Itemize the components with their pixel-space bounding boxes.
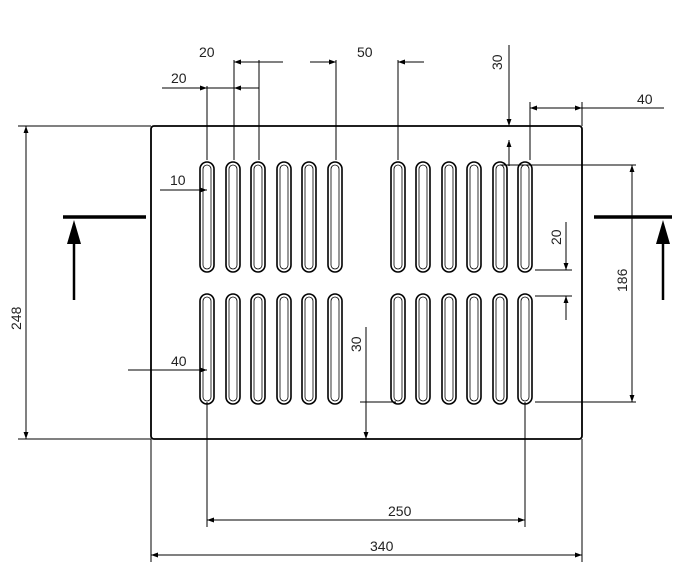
- slot-inner: [520, 164, 530, 270]
- slot: [390, 161, 406, 273]
- slot-inner: [330, 296, 340, 402]
- dim-slot-length: 186: [614, 268, 630, 292]
- slot: [327, 293, 343, 405]
- slot-group: [199, 161, 533, 405]
- dim-bottom-margin: 30: [348, 336, 364, 352]
- slot-inner: [330, 164, 340, 270]
- slot: [415, 293, 431, 405]
- slot: [276, 293, 292, 405]
- slot: [276, 161, 292, 273]
- dim-row-gap: 20: [548, 229, 564, 245]
- slot-inner: [418, 296, 428, 402]
- section-mark-left: [63, 215, 146, 300]
- slot-inner: [495, 164, 505, 270]
- dimension-lines: [18, 45, 664, 562]
- slot-inner: [393, 296, 403, 402]
- slot: [301, 293, 317, 405]
- slot-inner: [469, 296, 479, 402]
- slot: [466, 293, 482, 405]
- slot: [415, 161, 431, 273]
- slot-inner: [418, 164, 428, 270]
- slot-inner: [393, 164, 403, 270]
- dim-plate-height: 248: [8, 306, 24, 330]
- dim-top-margin: 30: [489, 54, 505, 70]
- slot-inner: [495, 296, 505, 402]
- slot-inner: [279, 296, 289, 402]
- slot: [492, 161, 508, 273]
- slot: [250, 161, 266, 273]
- dim-slot-span: 250: [388, 503, 412, 519]
- slot: [199, 161, 215, 273]
- dim-left-offset: 40: [171, 353, 187, 369]
- slot: [492, 293, 508, 405]
- dim-right-margin: 40: [637, 91, 653, 107]
- slot-inner: [253, 296, 263, 402]
- slot: [517, 161, 533, 273]
- slot: [327, 161, 343, 273]
- dim-slot-width: 10: [170, 172, 186, 188]
- slot-inner: [228, 296, 238, 402]
- slot: [225, 293, 241, 405]
- slot: [466, 161, 482, 273]
- slot: [441, 161, 457, 273]
- dim-group-gap: 50: [357, 44, 373, 60]
- slot: [199, 293, 215, 405]
- slot-inner: [444, 296, 454, 402]
- section-mark-right: [594, 215, 672, 300]
- slot: [517, 293, 533, 405]
- slot-inner: [202, 296, 212, 402]
- slot: [441, 293, 457, 405]
- slot: [225, 161, 241, 273]
- dim-plate-width: 340: [370, 538, 394, 554]
- slot-inner: [444, 164, 454, 270]
- dim-slot-pitch-a: 20: [199, 44, 215, 60]
- dim-slot-pitch-b: 20: [171, 70, 187, 86]
- slot-inner: [520, 296, 530, 402]
- slot-inner: [469, 164, 479, 270]
- slot-inner: [202, 164, 212, 270]
- slot-inner: [228, 164, 238, 270]
- slot: [250, 293, 266, 405]
- slot-inner: [304, 164, 314, 270]
- slot-inner: [253, 164, 263, 270]
- slot: [390, 293, 406, 405]
- slot: [301, 161, 317, 273]
- slot-inner: [279, 164, 289, 270]
- slot-inner: [304, 296, 314, 402]
